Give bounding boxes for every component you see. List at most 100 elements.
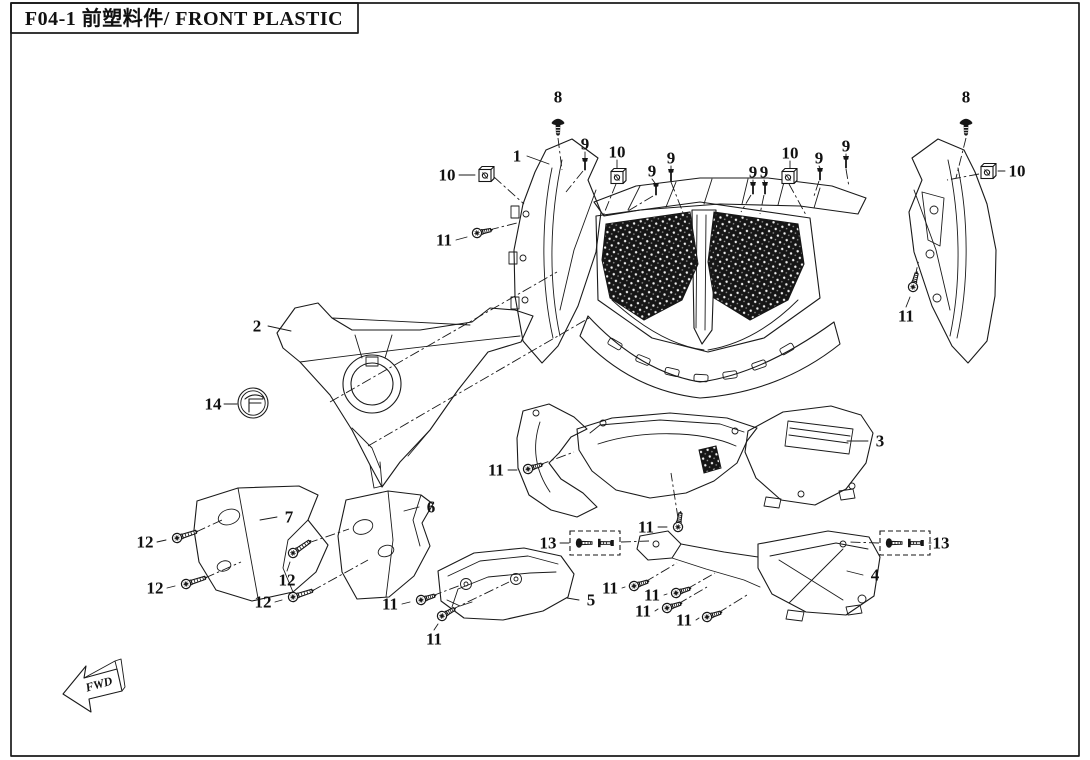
callout-label: 9 [749,163,758,182]
pushpin-icon [959,118,973,136]
callout-label: 10 [609,143,626,162]
callout-11: 11 [382,584,462,614]
callout-10: 10 [781,144,807,216]
callout-label: 9 [648,162,657,181]
callout-11: 11 [488,451,575,480]
callout-9: 9 [740,163,758,213]
screw-icon [414,589,439,607]
callout-label: 9 [842,137,851,156]
part-14-emblem [237,387,269,419]
callout-11: 11 [898,258,923,326]
screwsm-icon [817,168,823,181]
callout-label: 6 [427,498,436,517]
callout-label: 11 [426,630,442,649]
callout-label: 13 [540,534,557,553]
callout-label: 12 [147,579,164,598]
callout-label: 8 [962,88,971,107]
callout-label: 10 [1009,162,1026,181]
callout-label: 11 [602,579,618,598]
callout-label: 12 [255,593,272,612]
callout-12: 12 [279,528,350,590]
page-title: F04-1 前塑料件/ FRONT PLASTIC [25,6,343,30]
callout-9: 9 [842,137,851,188]
callout-7: 7 [259,508,294,527]
callout-label: 11 [898,307,914,326]
callout-9: 9 [627,162,659,212]
page-frame: F04-1 前塑料件/ FRONT PLASTIC [10,2,1080,757]
callout-label: 11 [635,602,651,621]
callout-label: 2 [253,317,262,336]
callout-label: 14 [205,395,223,414]
clip-icon [478,165,495,183]
right-panel [908,138,997,364]
callout-12: 12 [255,559,369,612]
callout-9: 9 [667,149,697,247]
clip-icon [610,167,627,185]
callout-11: 11 [426,581,510,649]
callout-9: 9 [565,135,589,193]
callout-12: 12 [147,561,242,598]
screwsm-icon [750,182,756,195]
boltset-icon [879,530,931,556]
callout-label: 9 [667,149,676,168]
callout-11: 11 [602,562,678,598]
callout-9: 9 [813,149,824,197]
part-5-lower-cover [437,547,575,621]
callout-10: 10 [602,143,627,217]
callout-8: 8 [551,88,565,171]
callout-11: 11 [676,594,748,630]
part-4-lower-bracket [636,530,881,622]
part-1-left-panel [508,138,602,364]
screwl-icon [285,535,315,561]
callout-10: 10 [439,166,525,205]
screwsm-icon [843,156,849,169]
callout-label: 8 [554,88,563,107]
callout-label: 11 [382,595,398,614]
explosion-axis-lines [329,271,590,447]
part-2-front-bumper [276,302,534,489]
callout-11: 11 [635,586,708,621]
callout-13: 13 [847,530,950,556]
callout-label: 4 [871,566,880,585]
callout-label: 10 [782,144,799,163]
screwsm-icon [653,183,659,196]
callout-11: 11 [436,222,518,250]
screw-icon [700,606,725,624]
screw-icon [906,269,923,294]
callout-13: 13 [540,530,650,556]
callout-11: 11 [638,472,686,537]
screw-icon [521,458,546,476]
title-box: F04-1 前塑料件/ FRONT PLASTIC [10,2,359,34]
callout-2: 2 [253,317,292,336]
callout-14: 14 [205,395,238,414]
screwsm-icon [668,169,674,182]
callout-3: 3 [846,432,885,451]
screwsm-icon [582,158,588,171]
callout-label: 11 [436,231,452,250]
callout-9: 9 [759,163,768,215]
clip-icon [781,167,798,185]
center-grille-assembly [579,177,867,399]
callout-label: 13 [933,534,950,553]
callout-label: 10 [439,166,456,185]
callout-11: 11 [644,572,716,605]
fwd-arrow: FWD [62,658,126,713]
callout-5: 5 [566,591,596,610]
callout-label: 12 [137,533,154,552]
callout-label: 1 [513,147,522,166]
part-6-cover [337,490,434,600]
screwl-icon [179,572,210,591]
callout-8: 8 [955,88,973,179]
callout-10: 10 [946,162,1026,181]
bumper-vent-slots [607,337,795,383]
screw-icon [435,603,460,623]
callout-label: 3 [876,432,885,451]
callout-label: 5 [587,591,596,610]
callout-label: 11 [638,518,654,537]
callout-label: 9 [815,149,824,168]
boltset-icon [569,530,621,556]
pushpin-icon [551,118,565,136]
